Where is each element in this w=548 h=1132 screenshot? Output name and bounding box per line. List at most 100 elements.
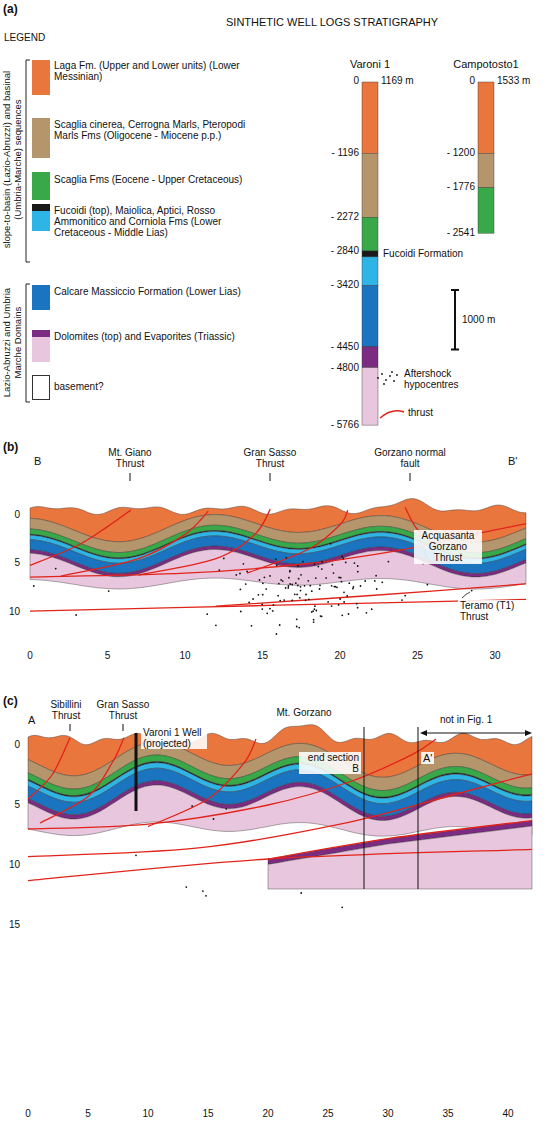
hypocentre-dot bbox=[314, 608, 316, 610]
well-log-layer bbox=[362, 251, 378, 257]
hypocentre-dot bbox=[336, 586, 338, 588]
hypocentre-dot bbox=[308, 599, 310, 601]
hypocentre-dot bbox=[304, 585, 306, 587]
hypocentre-dot bbox=[381, 581, 383, 583]
hypocentre-dot bbox=[297, 565, 299, 567]
hypocentre-dot bbox=[311, 611, 313, 613]
well-log-layer bbox=[478, 188, 494, 234]
label: B bbox=[34, 455, 41, 467]
hypocentre-dot bbox=[296, 618, 298, 620]
hypocentre-dot bbox=[313, 619, 315, 621]
hypocentre-dot bbox=[396, 374, 398, 376]
hypocentre-dot bbox=[321, 568, 323, 570]
thrust-line bbox=[28, 738, 70, 799]
hypocentre-dot bbox=[279, 600, 281, 602]
label: - 1776 bbox=[447, 181, 475, 192]
hypocentre-dot bbox=[298, 627, 300, 629]
hypocentre-dot bbox=[332, 564, 334, 566]
thrust-line bbox=[30, 599, 526, 611]
rock-layer bbox=[28, 785, 532, 836]
hypocentre-dot bbox=[354, 562, 356, 564]
legend-swatch bbox=[32, 375, 50, 400]
label: 1169 m bbox=[381, 75, 414, 86]
legend-swatch bbox=[32, 172, 50, 200]
hypocentre-dot bbox=[205, 895, 207, 897]
label: Varoni 1 Well (projected) bbox=[141, 727, 207, 749]
legend-swatch bbox=[32, 337, 50, 362]
hypocentre-dot bbox=[340, 577, 342, 579]
legend-swatch bbox=[32, 118, 50, 158]
label: 20 bbox=[334, 650, 345, 661]
hypocentre-dot bbox=[330, 543, 332, 545]
hypocentre-dot bbox=[321, 561, 323, 563]
label: Mt. Giano Thrust bbox=[99, 447, 161, 469]
legend-text: Scaglia Fms (Eocene - Upper Cretaceous) bbox=[54, 174, 246, 185]
hypocentre-dot bbox=[223, 558, 225, 560]
hypocentre-dot bbox=[265, 588, 267, 590]
label: (c) bbox=[3, 695, 18, 708]
hypocentre-dot bbox=[295, 582, 297, 584]
hypocentre-dot bbox=[404, 595, 406, 597]
legend-swatch bbox=[32, 211, 50, 231]
hypocentre-dot bbox=[251, 625, 253, 627]
arrow-head bbox=[420, 730, 427, 736]
label: end section B bbox=[299, 752, 361, 774]
well-log-layer bbox=[362, 368, 378, 426]
hypocentre-dot bbox=[376, 588, 378, 590]
legend-swatch bbox=[32, 285, 50, 310]
label: A' bbox=[421, 752, 434, 764]
hypocentre-dot bbox=[272, 610, 274, 612]
label: 1533 m bbox=[497, 75, 530, 86]
hypocentre-dot bbox=[276, 564, 278, 566]
label: 15 bbox=[202, 1108, 213, 1119]
hypocentre-dot bbox=[285, 557, 287, 559]
hypocentre-dot bbox=[245, 583, 247, 585]
hypocentre-dot bbox=[353, 586, 355, 588]
hypocentre-dot bbox=[202, 890, 204, 892]
hypocentre-dot bbox=[108, 590, 110, 592]
hypocentre-dot bbox=[381, 373, 383, 375]
label: (b) bbox=[3, 441, 18, 454]
hypocentre-dot bbox=[296, 594, 298, 596]
well-log-layer bbox=[362, 82, 378, 153]
label-tick bbox=[123, 724, 124, 731]
hypocentre-dot bbox=[471, 590, 473, 592]
label: 20 bbox=[262, 1108, 273, 1119]
hypocentre-dot bbox=[319, 584, 321, 586]
hypocentre-dot bbox=[327, 601, 329, 603]
hypocentre-dot bbox=[341, 556, 343, 558]
hypocentre-dot bbox=[289, 583, 291, 585]
hypocentre-dot bbox=[307, 580, 309, 582]
label: 30 bbox=[382, 1108, 393, 1119]
label: 5 bbox=[105, 650, 111, 661]
hypocentre-dot bbox=[333, 572, 335, 574]
hypocentre-dot bbox=[287, 587, 289, 589]
hypocentre-dot bbox=[366, 612, 368, 614]
label: Sibillini Thrust bbox=[42, 699, 90, 721]
label: - 4450 bbox=[331, 341, 359, 352]
hypocentre-dot bbox=[280, 579, 282, 581]
label: 15 bbox=[9, 919, 20, 930]
hypocentre-dot bbox=[401, 599, 403, 601]
label: 0 bbox=[27, 650, 33, 661]
hypocentre-dot bbox=[276, 633, 278, 635]
hypocentre-dot bbox=[288, 577, 290, 579]
hypocentre-dot bbox=[348, 582, 350, 584]
hypocentre-dot bbox=[266, 612, 268, 614]
hypocentre-dot bbox=[294, 593, 296, 595]
hypocentre-dot bbox=[300, 892, 302, 894]
hypocentre-dot bbox=[356, 603, 358, 605]
hypocentre-dot bbox=[305, 599, 307, 601]
hypocentre-dot bbox=[277, 595, 279, 597]
label: 10 bbox=[142, 1108, 153, 1119]
scale-bar bbox=[451, 290, 459, 350]
label: - 2541 bbox=[447, 227, 475, 238]
label: 25 bbox=[412, 650, 423, 661]
hypocentre-dot bbox=[338, 604, 340, 606]
hypocentre-dot bbox=[289, 570, 291, 572]
label-tick bbox=[410, 473, 411, 481]
hypocentre-dot bbox=[240, 611, 242, 613]
hypocentre-dot bbox=[341, 906, 343, 908]
label: - 1200 bbox=[447, 147, 475, 158]
label: B' bbox=[508, 455, 517, 467]
